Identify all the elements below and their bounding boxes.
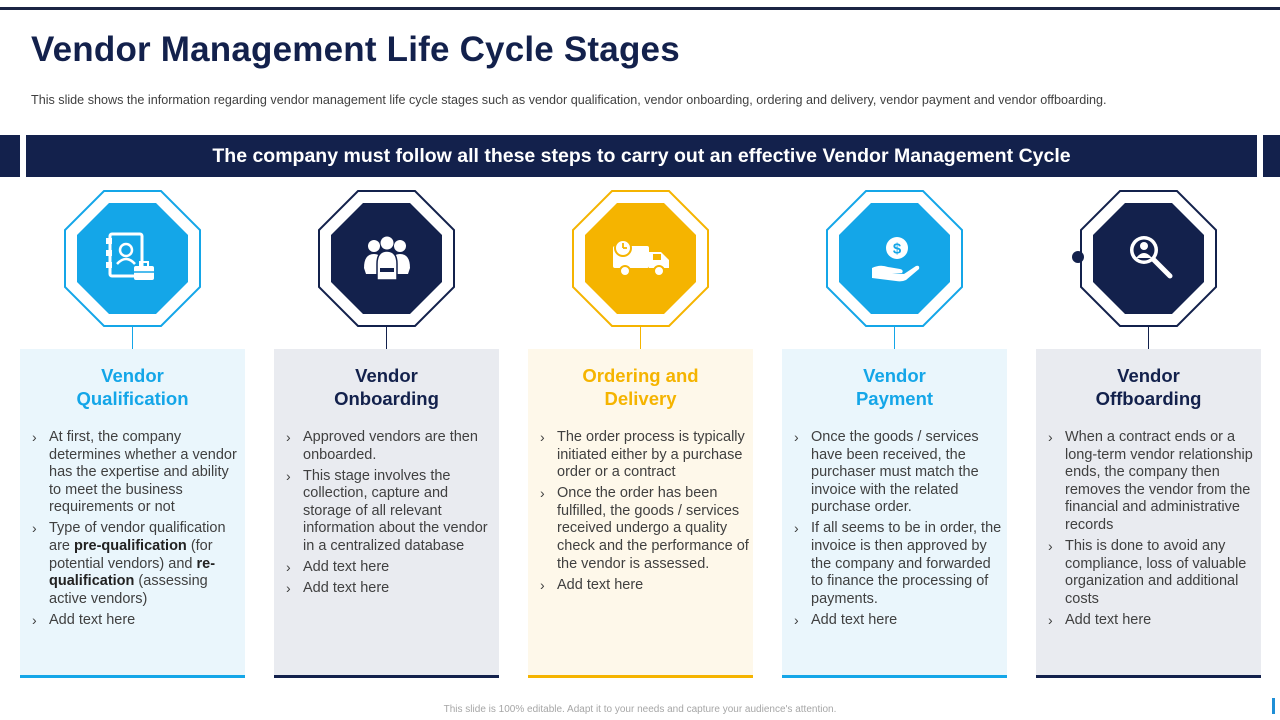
bullet-list: ›At first, the company determines whethe… [32, 429, 242, 633]
list-item: ›Once the order has been fulfilled, the … [540, 485, 749, 572]
stage-ordering-delivery: Ordering and Delivery ›The order process… [528, 190, 753, 680]
card-bottom-bar [1036, 675, 1261, 678]
banner: The company must follow all these steps … [26, 135, 1257, 177]
chevron-right-icon: › [1048, 429, 1053, 445]
chevron-right-icon: › [540, 429, 545, 445]
connector-line [640, 327, 641, 349]
stage-vendor-payment: $ Vendor Payment ›Once the goods / servi… [782, 190, 1007, 680]
list-item: ›Add text here [32, 611, 136, 628]
card-title: Vendor Onboarding [334, 365, 439, 409]
chevron-right-icon: › [286, 559, 291, 576]
chevron-right-icon: › [540, 576, 545, 593]
chevron-right-icon: › [540, 485, 545, 502]
chevron-right-icon: › [32, 429, 37, 445]
card-bottom-bar [20, 675, 245, 678]
card-bottom-bar [782, 675, 1007, 678]
dollar-hand-icon: $ [870, 234, 920, 289]
list-item: ›This stage involves the collection, cap… [286, 467, 488, 555]
list-item: ›Once the goods / services have been rec… [794, 429, 979, 516]
card-bottom-bar [528, 675, 753, 678]
card-title: Vendor Offboarding [1095, 365, 1202, 409]
chevron-right-icon: › [286, 429, 291, 445]
vendor-profile-icon [104, 230, 160, 291]
card-title: Vendor Qualification [76, 365, 189, 409]
octagon-badge [64, 190, 201, 327]
list-item: ›If all seems to be in order, the invoic… [794, 520, 1002, 607]
chevron-right-icon: › [1048, 611, 1053, 628]
chevron-right-icon: › [794, 520, 799, 537]
bullet-list: ›When a contract ends or a long-term ven… [1048, 429, 1258, 633]
banner-left-accent [0, 135, 20, 177]
octagon-badge [318, 190, 455, 327]
bullet-list: ›The order process is typically initiate… [540, 429, 750, 598]
chevron-right-icon: › [286, 467, 291, 484]
stage-vendor-onboarding: Vendor Onboarding ›Approved vendors are … [274, 190, 499, 680]
page-title: Vendor Management Life Cycle Stages [31, 30, 680, 69]
banner-right-accent [1263, 135, 1280, 177]
connector-line [894, 327, 895, 349]
list-item: ›Add text here [794, 611, 898, 628]
person-search-icon [1124, 232, 1178, 291]
card-title: Vendor Payment [855, 365, 934, 409]
page-subtitle: This slide shows the information regardi… [31, 93, 1107, 107]
list-item: ›The order process is typically initiate… [540, 429, 745, 481]
chevron-right-icon: › [794, 429, 799, 445]
chevron-right-icon: › [32, 611, 37, 628]
list-item: ›At first, the company determines whethe… [32, 429, 237, 516]
connector-line [1148, 327, 1149, 349]
svg-text:$: $ [893, 241, 902, 258]
list-item: ›Type of vendor qualification are pre-qu… [32, 520, 226, 607]
list-item: ›Approved vendors are then onboarded. [286, 429, 478, 463]
team-group-icon [360, 234, 414, 289]
list-item: ›This is done to avoid any compliance, l… [1048, 538, 1247, 607]
footer-note: This slide is 100% editable. Adapt it to… [443, 704, 837, 715]
chevron-right-icon: › [32, 520, 37, 537]
bullet-list: ›Once the goods / services have been rec… [794, 429, 1004, 633]
connector-line [386, 327, 387, 349]
stage-vendor-offboarding: Vendor Offboarding ›When a contract ends… [1036, 190, 1261, 680]
card-bottom-bar [274, 675, 499, 678]
top-rule [0, 7, 1280, 10]
stage-vendor-qualification: Vendor Qualification ›At first, the comp… [20, 190, 245, 680]
list-item: ›Add text here [1048, 611, 1152, 628]
list-item: ›When a contract ends or a long-term ven… [1048, 429, 1253, 533]
list-item: ›Add text here [540, 576, 644, 593]
chevron-right-icon: › [1048, 538, 1053, 555]
stage-card: Vendor Onboarding ›Approved vendors are … [274, 349, 499, 678]
connector-line [132, 327, 133, 349]
delivery-truck-icon [611, 238, 673, 285]
timeline-dot [1072, 251, 1084, 263]
list-item: ›Add text here [286, 580, 390, 597]
corner-accent [1272, 698, 1275, 714]
chevron-right-icon: › [286, 580, 291, 597]
chevron-right-icon: › [794, 611, 799, 628]
stage-card: Vendor Qualification ›At first, the comp… [20, 349, 245, 678]
list-item: ›Add text here [286, 559, 390, 576]
stage-card: Ordering and Delivery ›The order process… [528, 349, 753, 678]
bullet-list: ›Approved vendors are then onboarded. ›T… [286, 429, 496, 601]
card-title: Ordering and Delivery [582, 365, 699, 409]
stage-card: Vendor Offboarding ›When a contract ends… [1036, 349, 1261, 678]
stage-card: Vendor Payment ›Once the goods / service… [782, 349, 1007, 678]
